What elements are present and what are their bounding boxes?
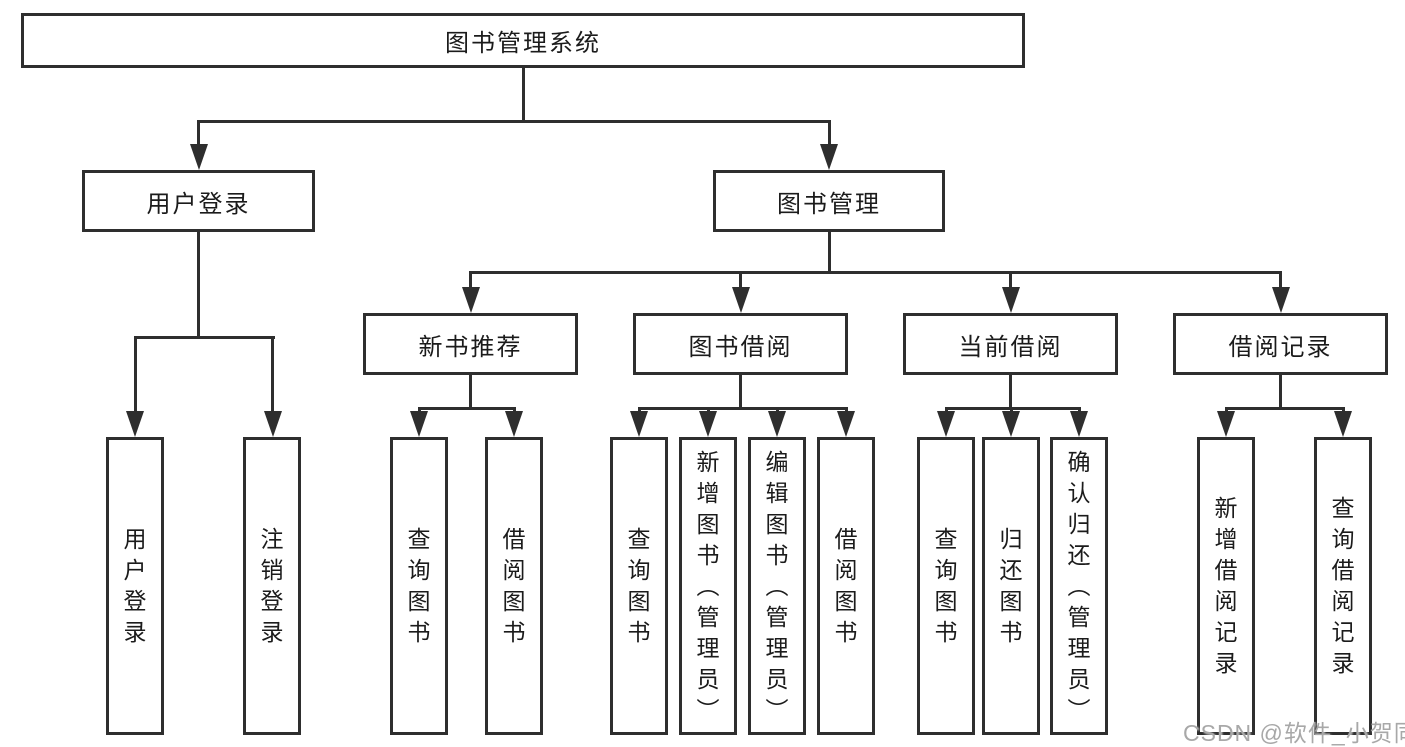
arrow-down-icon [1002, 411, 1020, 437]
node-new-book-recommend-label: 新书推荐 [418, 333, 523, 361]
arrow-down-icon [837, 411, 855, 437]
node-newbooks-query: 查 询 图 书 [390, 437, 448, 735]
node-current-query-books-label: 查 询 图 书 [934, 526, 958, 645]
node-borrow-query-books-label: 查 询 图 书 [627, 526, 651, 645]
node-user-login-label: 用户登录 [146, 190, 251, 218]
arrow-down-icon [731, 287, 750, 313]
node-borrow-borrow-books-label: 借 阅 图 书 [834, 526, 858, 645]
node-records-add-label: 新 增 借 阅 记 录 [1214, 495, 1238, 676]
connector-line [827, 232, 831, 274]
node-logout: 注 销 登 录 [243, 437, 301, 735]
arrow-down-icon [1070, 411, 1088, 437]
node-user-login: 用户登录 [82, 170, 315, 232]
node-logout-label: 注 销 登 录 [260, 526, 284, 645]
connector-line [469, 271, 1282, 274]
node-borrow-add-books-admin: 新 增 图 书 ︵ 管 理 员 ︶ [679, 437, 737, 735]
connector-line [739, 375, 742, 410]
node-user-login-action: 用 户 登 录 [106, 437, 164, 735]
connector-line [637, 407, 848, 410]
node-book-borrow: 图书借阅 [633, 313, 848, 375]
node-root: 图书管理系统 [21, 13, 1025, 68]
arrow-down-icon [1334, 411, 1352, 437]
node-borrow-records: 借阅记录 [1173, 313, 1388, 375]
connector-line [1279, 375, 1282, 410]
connector-line [944, 407, 1081, 410]
node-newbooks-query-label: 查 询 图 书 [407, 526, 431, 645]
node-newbooks-borrow-label: 借 阅 图 书 [502, 526, 526, 645]
connector-line [469, 271, 472, 290]
connector-line [133, 336, 275, 339]
arrow-down-icon [263, 411, 282, 437]
connector-line [1009, 271, 1012, 290]
connector-line [197, 120, 830, 123]
node-borrow-records-label: 借阅记录 [1228, 333, 1333, 361]
node-current-return-books-label: 归 还 图 书 [999, 526, 1023, 645]
connector-line [271, 336, 274, 414]
node-current-confirm-return-admin: 确 认 归 还 ︵ 管 理 员 ︶ [1050, 437, 1108, 735]
node-borrow-add-books-admin-label: 新 增 图 书 ︵ 管 理 员 ︶ [696, 448, 720, 723]
arrow-down-icon [819, 144, 838, 170]
node-borrow-query-books: 查 询 图 书 [610, 437, 668, 735]
arrow-down-icon [1271, 287, 1290, 313]
connector-line [739, 271, 742, 290]
node-borrow-borrow-books: 借 阅 图 书 [817, 437, 875, 735]
arrow-down-icon [505, 411, 523, 437]
connector-line [1279, 271, 1282, 290]
arrow-down-icon [699, 411, 717, 437]
arrow-down-icon [1001, 287, 1020, 313]
node-borrow-edit-books-admin: 编 辑 图 书 ︵ 管 理 员 ︶ [748, 437, 806, 735]
node-book-management-label: 图书管理 [777, 190, 881, 218]
node-root-label: 图书管理系统 [445, 30, 601, 57]
node-book-management: 图书管理 [713, 170, 945, 232]
node-current-confirm-return-admin-label: 确 认 归 还 ︵ 管 理 员 ︶ [1067, 448, 1091, 723]
arrow-down-icon [410, 411, 428, 437]
arrow-down-icon [126, 411, 144, 437]
arrow-down-icon [189, 144, 208, 170]
connector-line [1009, 375, 1012, 410]
node-records-add: 新 增 借 阅 记 录 [1197, 437, 1255, 735]
connector-line [197, 232, 200, 339]
connector-line [521, 68, 525, 123]
node-book-borrow-label: 图书借阅 [688, 333, 793, 361]
node-current-borrow-label: 当前借阅 [958, 333, 1063, 361]
arrow-down-icon [630, 411, 648, 437]
connector-line [197, 120, 200, 148]
arrow-down-icon [461, 287, 480, 313]
node-borrow-edit-books-admin-label: 编 辑 图 书 ︵ 管 理 员 ︶ [765, 448, 789, 723]
node-current-query-books: 查 询 图 书 [917, 437, 975, 735]
arrow-down-icon [1217, 411, 1235, 437]
node-new-book-recommend: 新书推荐 [363, 313, 578, 375]
watermark: CSDN @软件_小贺同学 [1183, 720, 1405, 746]
node-newbooks-borrow: 借 阅 图 书 [485, 437, 543, 735]
connector-line [133, 336, 137, 414]
node-records-query-label: 查 询 借 阅 记 录 [1331, 495, 1355, 676]
node-records-query: 查 询 借 阅 记 录 [1314, 437, 1372, 735]
connector-line [827, 120, 831, 148]
arrow-down-icon [768, 411, 786, 437]
node-current-return-books: 归 还 图 书 [982, 437, 1040, 735]
arrow-down-icon [937, 411, 955, 437]
connector-line [417, 407, 516, 410]
connector-line [469, 375, 472, 410]
node-current-borrow: 当前借阅 [903, 313, 1118, 375]
connector-line [1224, 407, 1345, 410]
node-user-login-action-label: 用 户 登 录 [123, 526, 147, 645]
